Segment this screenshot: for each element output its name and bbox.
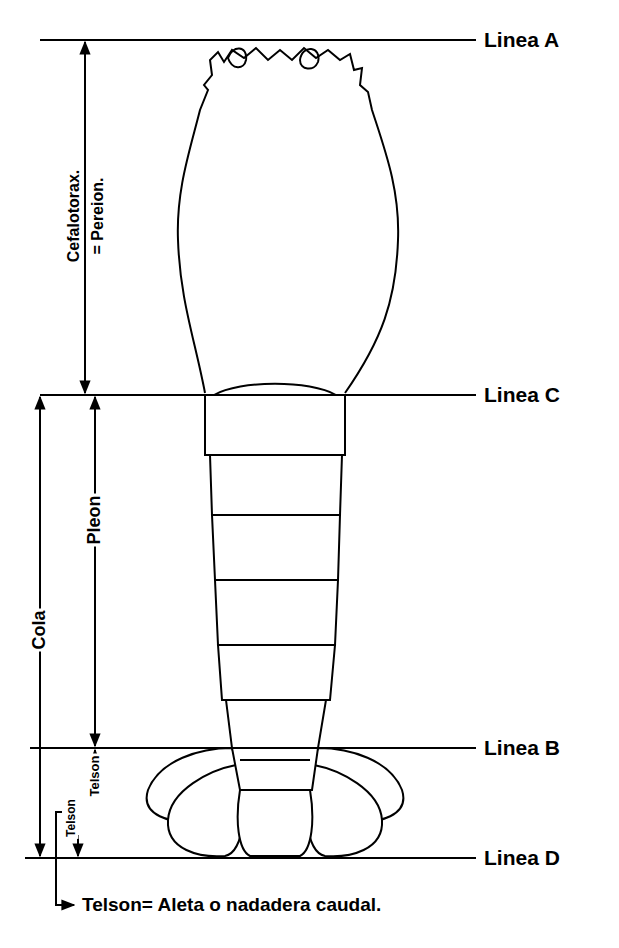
part-label: Telson: [65, 797, 78, 839]
cephalothorax: [178, 48, 398, 393]
eyes: [228, 48, 319, 68]
line-label: Linea A: [482, 28, 561, 51]
part-label: Cola: [30, 608, 50, 651]
dimension-arrow: [94, 397, 96, 746]
part-label: = Pereion.: [89, 176, 107, 257]
reference-line: [25, 857, 476, 859]
note-label: Telson= Aleta o nadadera caudal.: [80, 895, 383, 916]
part-label: Cefalotorax.: [65, 168, 83, 264]
reference-line: [30, 747, 476, 749]
part-label: Pleon: [85, 493, 105, 546]
line-label: Linea D: [482, 846, 562, 869]
dimension-arrow: [84, 42, 86, 393]
reference-line: [40, 39, 476, 41]
line-label: Linea C: [482, 383, 562, 406]
telson: [238, 790, 313, 856]
line-label: Linea B: [482, 736, 562, 759]
carapace-edge: [214, 384, 336, 395]
part-label: Telson: [88, 754, 102, 799]
